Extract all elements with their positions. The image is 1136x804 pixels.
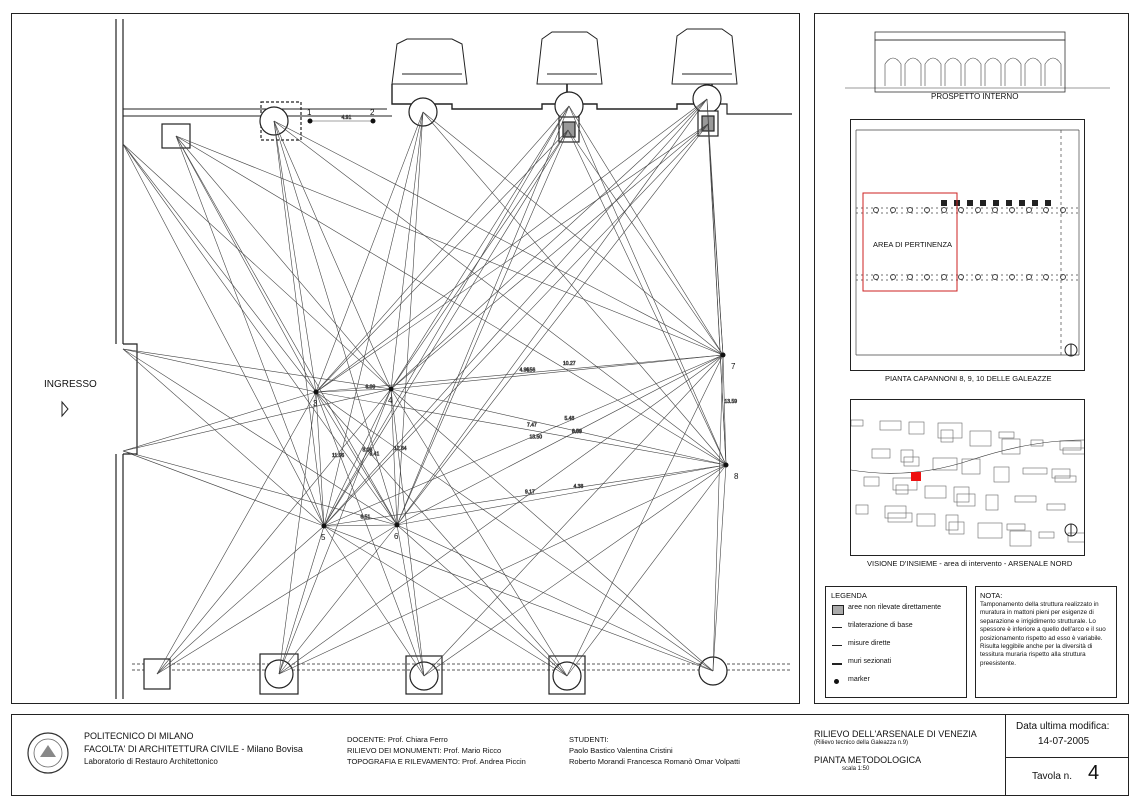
project-title: RILIEVO DELL'ARSENALE DI VENEZIA <box>814 729 977 739</box>
rilievo-prof: RILIEVO DEI MONUMENTI: Prof. Mario Ricco <box>347 746 502 755</box>
marker-point <box>720 352 726 358</box>
legend-box: LEGENDA aree non rilevate direttamente tr… <box>825 586 967 698</box>
project-subtitle: (Rilievo tecnico della Galeazza n.9) <box>814 740 909 746</box>
date-label: Data ultima modifica: <box>1016 721 1110 732</box>
marker-label: 6 <box>394 532 399 541</box>
distance-label: 4.38 <box>574 484 584 490</box>
walls <box>115 19 792 699</box>
docente: DOCENTE: Prof. Chiara Ferro <box>347 735 448 744</box>
sheet-panel: PROSPETTO INTERNO AREA DI PERTINENZA PIA… <box>814 13 1129 704</box>
lab-name: Laboratorio di Restauro Architettonico <box>84 757 218 766</box>
note-title: NOTA: <box>980 591 1003 600</box>
drawing-title: PIANTA METODOLOGICA <box>814 755 922 765</box>
distance-label: 6.09 <box>366 385 376 391</box>
capannoni-box: AREA DI PERTINENZA <box>850 119 1085 371</box>
marker-label: 5 <box>321 533 326 542</box>
marker-label: 3 <box>313 399 318 408</box>
studenti-line2: Roberto Morandi Francesca Romanò Omar Vo… <box>569 757 740 766</box>
studenti-label: STUDENTI: <box>569 735 609 744</box>
distance-label: 8.06 <box>363 448 373 454</box>
tavola-box: Tavola n. 4 <box>1005 757 1129 795</box>
university-seal-icon <box>27 732 69 774</box>
date-box: Data ultima modifica: 14-07-2005 <box>1005 715 1129 758</box>
date-value: 14-07-2005 <box>1038 736 1090 747</box>
ingresso-label: INGRESSO <box>44 379 97 390</box>
marker-label: 8 <box>734 472 739 481</box>
marker-point <box>370 118 376 124</box>
marker-point <box>321 523 327 529</box>
legend-symbol-thick <box>832 663 842 665</box>
distance-label: 6.51 <box>361 515 371 521</box>
distance-label: 6.09 <box>572 429 582 435</box>
trilateration-lines: 4.965.486.096.517.478.539.1710.2711.0612… <box>122 98 738 677</box>
prospetto-caption: PROSPETTO INTERNO <box>931 92 1019 101</box>
capannoni-caption: PIANTA CAPANNONI 8, 9, 10 DELLE GALEAZZE <box>885 374 1052 383</box>
ingresso-arrow-icon <box>61 400 69 418</box>
columns <box>143 84 728 695</box>
marker-label: 7 <box>731 362 736 371</box>
title-block: POLITECNICO DI MILANO FACOLTA' DI ARCHIT… <box>11 714 1129 796</box>
legend-title: LEGENDA <box>831 591 867 600</box>
legend-item-label: marker <box>848 676 870 683</box>
marker-point <box>723 462 729 468</box>
marker-label: 4 <box>388 396 393 405</box>
faculty-name: FACOLTA' DI ARCHITETTURA CIVILE - Milano… <box>84 744 303 754</box>
legend-symbol-thin <box>832 645 842 646</box>
distance-label: 4.56 <box>526 368 536 374</box>
marker-point <box>313 389 319 395</box>
intervention-marker <box>911 472 921 481</box>
marker-point <box>307 118 313 124</box>
university-name: POLITECNICO DI MILANO <box>84 731 194 741</box>
distance-label: 4.96 <box>520 368 530 374</box>
survey-plan: 4.965.486.096.517.478.539.1710.2711.0612… <box>44 19 792 699</box>
distance-label: 12.84 <box>394 446 407 452</box>
topografia-prof: TOPOGRAFIA E RILEVAMENTO: Prof. Andrea P… <box>347 757 526 766</box>
legend-item-label: misure dirette <box>848 640 891 647</box>
marker-label: 1 <box>307 108 312 117</box>
area-label: AREA DI PERTINENZA <box>873 240 953 249</box>
distance-label: 13.50 <box>530 435 543 441</box>
tavola-label: Tavola n. <box>1032 771 1073 782</box>
marker-label: 2 <box>370 108 375 117</box>
distance-label: 5.48 <box>565 416 575 422</box>
distance-label: 9.17 <box>525 490 535 496</box>
visione-caption: VISIONE D'INSIEME - area di intervento -… <box>867 559 1073 568</box>
tavola-number: 4 <box>1088 762 1100 784</box>
distance-label: 10.27 <box>563 361 576 367</box>
top-bays <box>391 28 738 85</box>
note-text: Tamponamento della struttura realizzato … <box>980 601 1106 667</box>
drawing-scale: scala 1:50 <box>842 766 870 772</box>
legend-item-label: muri sezionati <box>848 658 892 665</box>
markers: 1 2 3 4 5 6 7 8 <box>307 108 739 542</box>
distance-label: 11.06 <box>332 453 344 459</box>
legend-symbol-line <box>832 627 842 628</box>
distance-label: 8.53 <box>572 429 582 435</box>
prospetto-drawing <box>845 31 1110 93</box>
marker-point <box>388 386 394 392</box>
area-highlight <box>862 192 958 292</box>
legend-symbol-dot <box>834 679 839 684</box>
distance-label: 13.59 <box>725 399 738 405</box>
visione-box <box>850 399 1085 556</box>
studenti-line1: Paolo Bastico Valentina Cristini <box>569 746 673 755</box>
legend-item-label: aree non rilevate direttamente <box>848 604 941 611</box>
marker-point <box>394 522 400 528</box>
distance-label: 7.47 <box>527 423 537 429</box>
distance-label: 4.91 <box>342 115 352 121</box>
legend-symbol-box <box>832 605 844 615</box>
legend-item-label: trilaterazione di base <box>848 622 913 629</box>
distance-label: 9.41 <box>370 452 380 458</box>
note-box: NOTA: Tamponamento della struttura reali… <box>975 586 1117 698</box>
